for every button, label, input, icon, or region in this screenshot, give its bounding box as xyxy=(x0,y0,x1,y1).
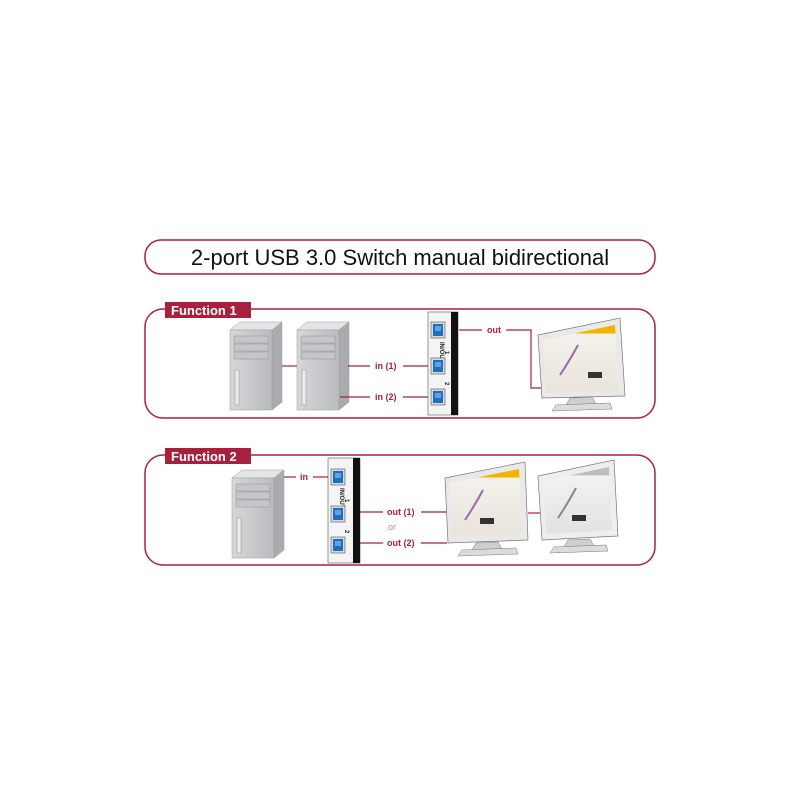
usb-port-inout-icon xyxy=(330,468,346,486)
usb-switch-device: IN/OUT 1 2 xyxy=(327,457,361,564)
function-1-panel: Function 1 in (1) in (2) out IN/OUT 1 2 xyxy=(144,302,656,419)
out-2-label: out (2) xyxy=(387,538,415,548)
monitor-icon xyxy=(537,317,626,412)
in-2-label: in (2) xyxy=(375,392,397,402)
usb-port-2-icon xyxy=(330,536,346,554)
usb-port-inout-icon xyxy=(430,321,446,339)
or-label: or xyxy=(388,522,396,532)
function-1-label: Function 1 xyxy=(171,303,237,318)
function-1-tab xyxy=(165,302,251,318)
monitor-icon xyxy=(537,459,619,554)
in-label: in xyxy=(300,472,308,482)
computer-tower-icon xyxy=(229,321,283,411)
usb-port-1-icon xyxy=(330,505,346,523)
usb-port-2-icon xyxy=(430,388,446,406)
usb-switch-device: IN/OUT 1 2 xyxy=(427,311,459,416)
port-1-label: 1 xyxy=(443,351,449,355)
port-1-label: 1 xyxy=(343,499,349,503)
port-2-label: 2 xyxy=(443,382,449,386)
port-inout-label: IN/OUT xyxy=(338,488,344,509)
out-1-label: out (1) xyxy=(387,507,415,517)
function-2-panel: Function 2 in IN/OUT 1 2 out (1) or out … xyxy=(144,448,656,566)
page-title: 2-port USB 3.0 Switch manual bidirection… xyxy=(191,245,609,270)
out-label: out xyxy=(487,325,501,335)
title-frame xyxy=(144,239,656,275)
port-inout-label: IN/OUT xyxy=(438,342,444,363)
monitor-icon xyxy=(444,461,529,557)
function-2-tab xyxy=(165,448,251,464)
port-2-label: 2 xyxy=(343,530,349,534)
usb-port-1-icon xyxy=(430,357,446,375)
computer-tower-icon xyxy=(231,469,285,559)
function-2-label: Function 2 xyxy=(171,449,237,464)
in-1-label: in (1) xyxy=(375,361,397,371)
